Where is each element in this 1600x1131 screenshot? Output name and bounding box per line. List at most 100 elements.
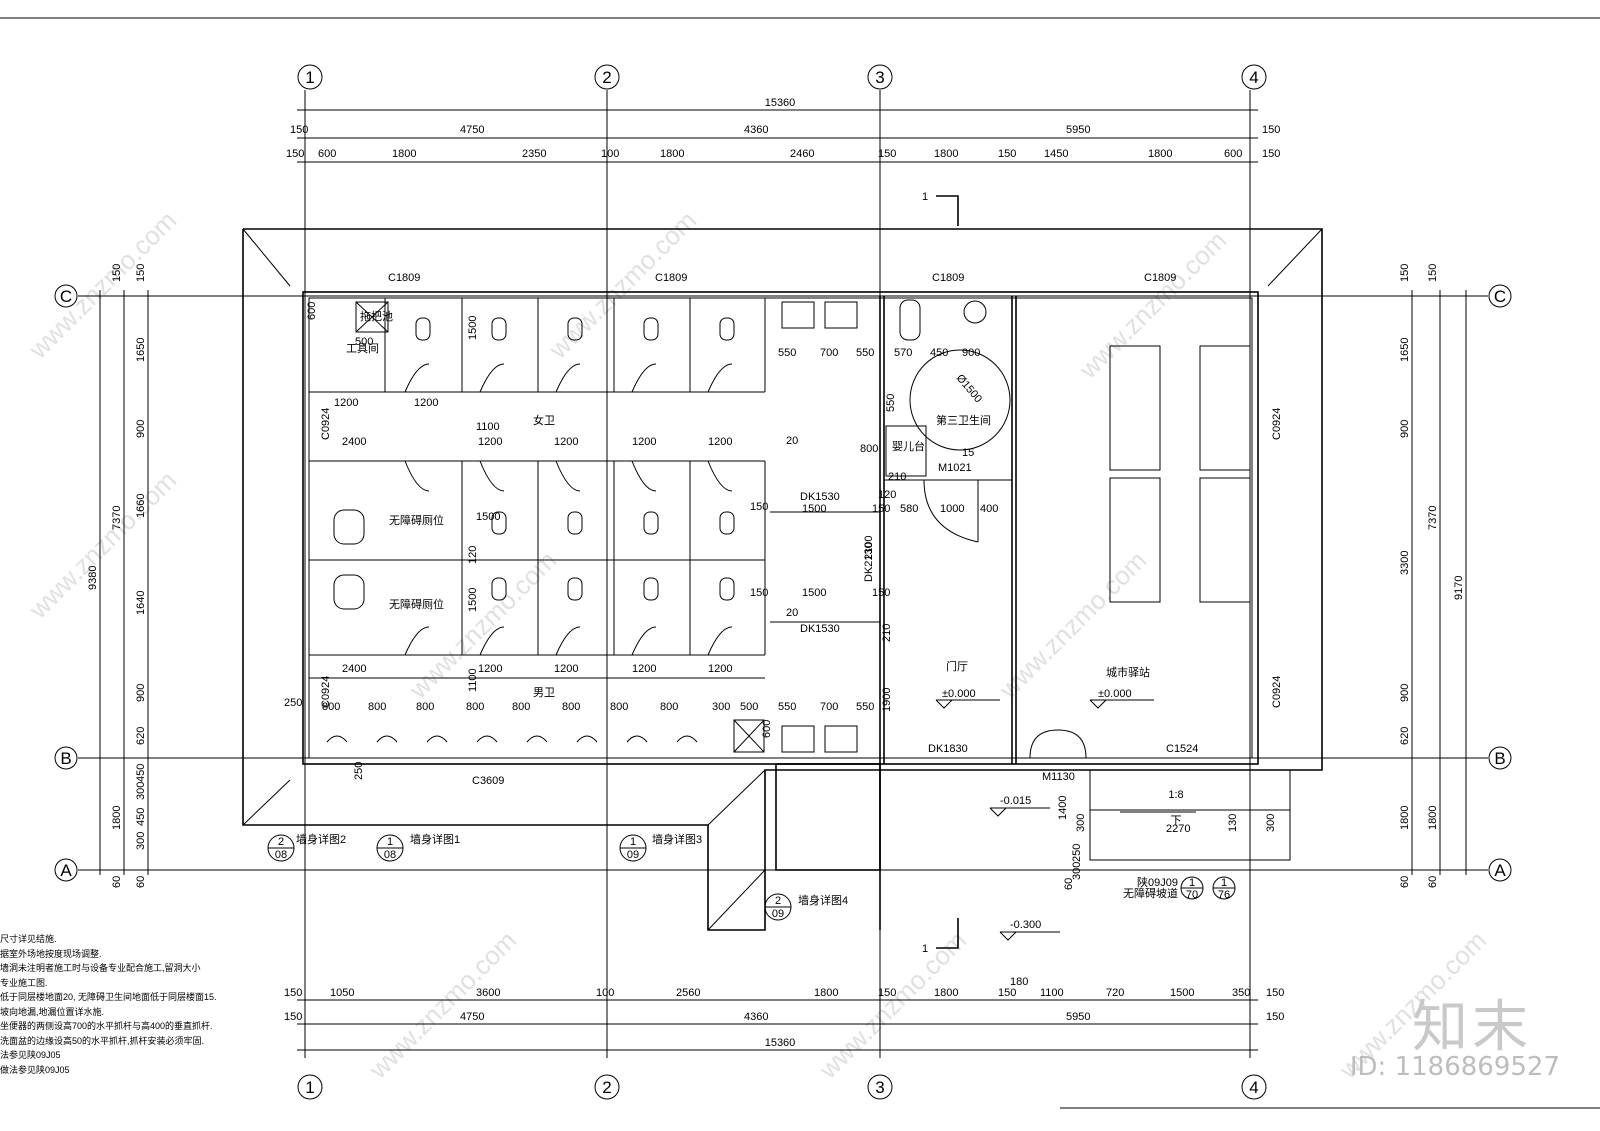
- axis-B-label: B: [60, 749, 71, 768]
- svg-text:150: 150: [998, 987, 1016, 999]
- svg-text:600: 600: [1224, 148, 1242, 160]
- svg-text:1650: 1650: [135, 338, 147, 362]
- inner-dimension-value: 1500: [467, 588, 479, 612]
- elevation-station: ±0.000: [1098, 688, 1132, 700]
- door-swings: [404, 363, 1087, 759]
- svg-text:1800: 1800: [111, 806, 123, 830]
- svg-text:60: 60: [111, 876, 123, 888]
- window-label: C0924: [1271, 408, 1283, 440]
- axis-C-label-right: C: [1494, 287, 1506, 306]
- watermark-text: www.znzmo.com: [22, 205, 182, 365]
- inner-dimension-value: 800: [610, 701, 628, 713]
- inner-dimension-value: 1200: [414, 397, 438, 409]
- svg-text:720: 720: [1106, 987, 1124, 999]
- room-accessible-2: 无障碍厕位: [389, 597, 444, 611]
- note-line: 坡向地漏,地漏位置详水施.: [0, 1006, 105, 1017]
- inner-dimension-value: 250: [284, 697, 302, 709]
- axis-3-label: 3: [875, 68, 884, 87]
- ramp-down-label: 下: [1171, 815, 1182, 827]
- inner-dimension-value: 150: [750, 587, 768, 599]
- elevation-step: -0.015: [1000, 795, 1031, 807]
- svg-text:100: 100: [601, 148, 619, 160]
- general-notes: 尺寸详见结施. 据室外场地按度现场调整. 墙洞未注明者施工时与设备专业配合施工,…: [0, 932, 230, 1077]
- svg-text:1660: 1660: [135, 494, 147, 518]
- svg-text:1100: 1100: [1040, 987, 1064, 999]
- svg-text:350: 350: [1232, 987, 1250, 999]
- svg-text:150: 150: [998, 148, 1016, 160]
- svg-text:1650: 1650: [1399, 338, 1411, 362]
- svg-text:08: 08: [275, 849, 287, 861]
- svg-text:1: 1: [630, 836, 636, 848]
- svg-text:100: 100: [596, 987, 614, 999]
- svg-text:620: 620: [1399, 727, 1411, 745]
- svg-text:900: 900: [1399, 420, 1411, 438]
- svg-text:09: 09: [627, 849, 639, 861]
- room-tool-room: 工具间: [346, 342, 379, 355]
- inner-dimension-value: 1500: [802, 587, 826, 599]
- detail-label: 墙身详图1: [410, 832, 460, 846]
- svg-text:4750: 4750: [460, 1011, 484, 1023]
- elevation-exterior: -0.300: [1010, 919, 1041, 931]
- inner-dimension-value: 700: [820, 701, 838, 713]
- inner-dimension-value: 1400: [1057, 796, 1069, 820]
- svg-text:450: 450: [135, 808, 147, 826]
- watermark-text: www.znzmo.com: [1072, 225, 1232, 385]
- note-line: 做法参见陕09J05: [0, 1064, 70, 1075]
- inner-dimension-value: 120: [878, 489, 896, 501]
- inner-dimension-value: 1200: [478, 436, 502, 448]
- dim-total-bottom: 15360: [765, 1037, 796, 1049]
- elevation-lobby: ±0.000: [942, 688, 976, 700]
- inner-dimension-value: 120: [467, 546, 479, 564]
- svg-text:7370: 7370: [111, 506, 123, 530]
- room-accessible-1: 无障碍厕位: [389, 513, 444, 527]
- window-label: C0924: [1271, 676, 1283, 708]
- inner-dimension-value: 800: [416, 701, 434, 713]
- bottom-dimensions: 150 1050 3600 100 2560 1800 150 1800 150…: [284, 976, 1284, 1051]
- svg-text:1: 1: [1189, 877, 1195, 889]
- inner-dimension-value: 550: [778, 701, 796, 713]
- axis-B-label-right: B: [1494, 749, 1505, 768]
- inner-dimension-value: 1500: [476, 511, 500, 523]
- inner-dimension-value: 250: [1071, 844, 1083, 862]
- ramp: 1:8 下 陕09J09 无障碍坡道 1 70 1 76: [1089, 769, 1291, 901]
- axis-A-label: A: [60, 861, 72, 880]
- detail-label: 墙身详图2: [296, 832, 346, 846]
- inner-dimension-value: 1200: [478, 663, 502, 675]
- inner-dimension-value: 300: [712, 701, 730, 713]
- inner-dimension-value: 250: [353, 762, 365, 780]
- svg-text:4360: 4360: [744, 1011, 768, 1023]
- svg-text:2460: 2460: [790, 148, 814, 160]
- inner-dimension-value: 1100: [467, 668, 479, 692]
- inner-dimension-value: 400: [980, 503, 998, 515]
- brand-logo-text: 知末: [1412, 995, 1532, 1060]
- inner-dimension-value: 800: [660, 701, 678, 713]
- inner-dimension-value: 800: [512, 701, 530, 713]
- section-mark-top: 1: [922, 191, 928, 203]
- window-label: C1809: [1144, 272, 1176, 284]
- svg-text:2: 2: [775, 895, 781, 907]
- window-label: C1809: [388, 272, 420, 284]
- inner-dimension-value: 300: [1265, 814, 1277, 832]
- watermark-text: www.znzmo.com: [812, 925, 972, 1085]
- note-line: 坐便器的两侧设高700的水平抓杆与高400的垂直抓杆.: [0, 1021, 213, 1031]
- inner-dimension-value: 700: [820, 347, 838, 359]
- svg-text:900: 900: [135, 684, 147, 702]
- detail-callouts: 2 08 墙身详图2 1 08 墙身详图1 1 09 墙身详图3 2 09 墙身…: [267, 832, 848, 921]
- turning-diameter: Ø1500: [954, 372, 984, 405]
- top-dimensions: 15360 150 4750 4360 5950 150 150 600 180…: [286, 97, 1280, 163]
- inner-dimension-value: 450: [930, 347, 948, 359]
- inner-dimension-value: 550: [778, 347, 796, 359]
- inner-dimension-value: 1900: [881, 688, 893, 712]
- axis-1-label: 1: [305, 68, 314, 87]
- axis-3-label-bottom: 3: [875, 1078, 884, 1097]
- svg-text:180: 180: [1010, 976, 1028, 988]
- svg-text:3300: 3300: [1399, 551, 1411, 575]
- inner-dimension-value: 800: [368, 701, 386, 713]
- room-women: 女卫: [533, 413, 555, 427]
- inner-dimension-value: 580: [900, 503, 918, 515]
- svg-text:150: 150: [135, 264, 147, 282]
- axis-1-label-bottom: 1: [305, 1078, 314, 1097]
- door-label: M1130: [1042, 771, 1075, 783]
